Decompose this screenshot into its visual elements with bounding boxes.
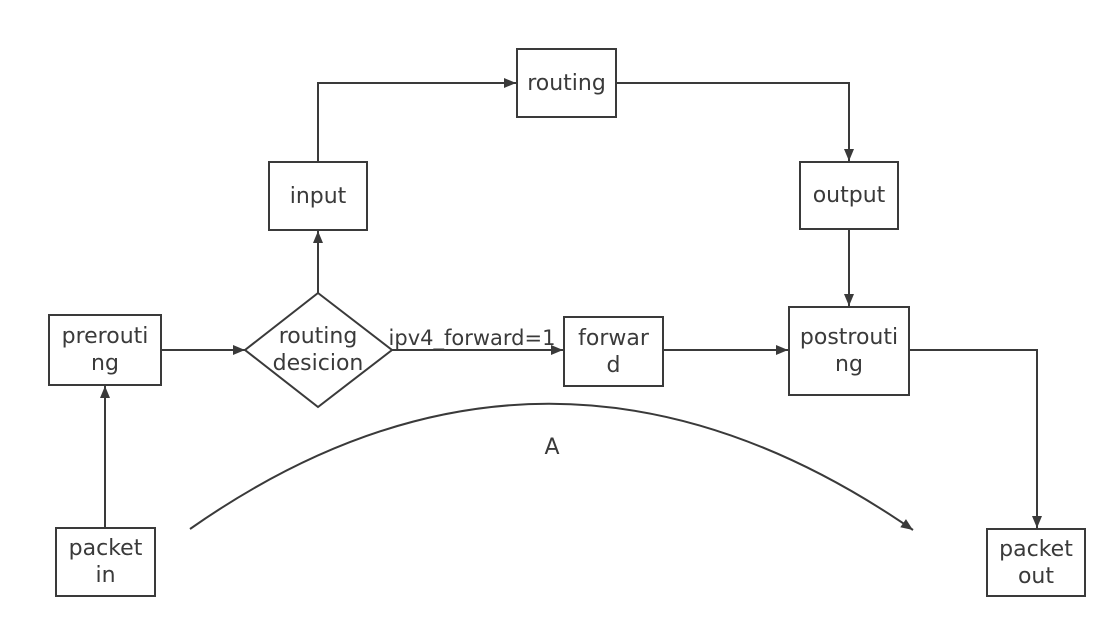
node-packet-out: packet out [986,528,1086,597]
edge-bypass-arc [189,402,914,531]
node-routing-decision-label: routing desicion [272,324,364,376]
node-output: output [799,161,899,230]
node-prerouting: prerouti ng [48,314,162,386]
edge-postrouting-to-packet-out [910,349,1042,528]
node-postrouting: postrouti ng [788,306,910,396]
node-forward: forwar d [563,316,664,387]
node-routing: routing [516,48,617,118]
node-input: input [268,161,368,231]
edge-label-ipv4-forward: ipv4_forward=1 [388,325,556,350]
edge-label-a: A [544,435,560,460]
edge-routing-to-output [617,82,854,161]
edge-input-to-routing [317,78,516,161]
node-packet-in: packet in [55,527,156,597]
